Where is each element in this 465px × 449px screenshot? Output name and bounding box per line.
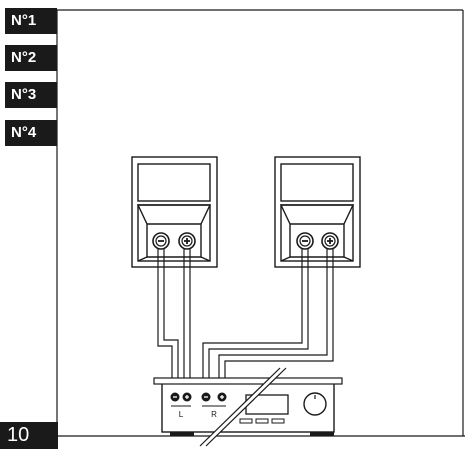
amplifier-right-minus-terminal <box>201 392 211 402</box>
amplifier-volume-knob <box>303 392 327 416</box>
tab-n4[interactable]: N°4 <box>5 120 57 146</box>
cutaway-line-1 <box>199 367 281 447</box>
amplifier-left-plus-terminal <box>182 392 192 402</box>
right-speaker-plus-terminal <box>321 232 339 250</box>
left-speaker-cables <box>157 249 191 392</box>
tab-n2[interactable]: N°2 <box>5 45 57 71</box>
cutaway-line-2 <box>205 367 287 447</box>
amplifier-right-label: R <box>211 410 217 419</box>
tab-n1[interactable]: N°1 <box>5 8 57 34</box>
amplifier-right-plus-terminal <box>217 392 227 402</box>
amplifier-left-minus-terminal <box>170 392 180 402</box>
right-speaker <box>274 156 361 268</box>
right-speaker-minus-terminal <box>296 232 314 250</box>
amplifier <box>153 377 343 436</box>
left-speaker-minus-terminal <box>152 232 170 250</box>
tab-n3[interactable]: N°3 <box>5 82 57 108</box>
right-speaker-cables <box>202 249 334 392</box>
left-speaker-plus-terminal <box>178 232 196 250</box>
amplifier-left-label: L <box>179 410 184 419</box>
cutaway-gap <box>200 368 286 446</box>
page-number: 10 <box>0 422 58 449</box>
left-speaker <box>131 156 218 268</box>
